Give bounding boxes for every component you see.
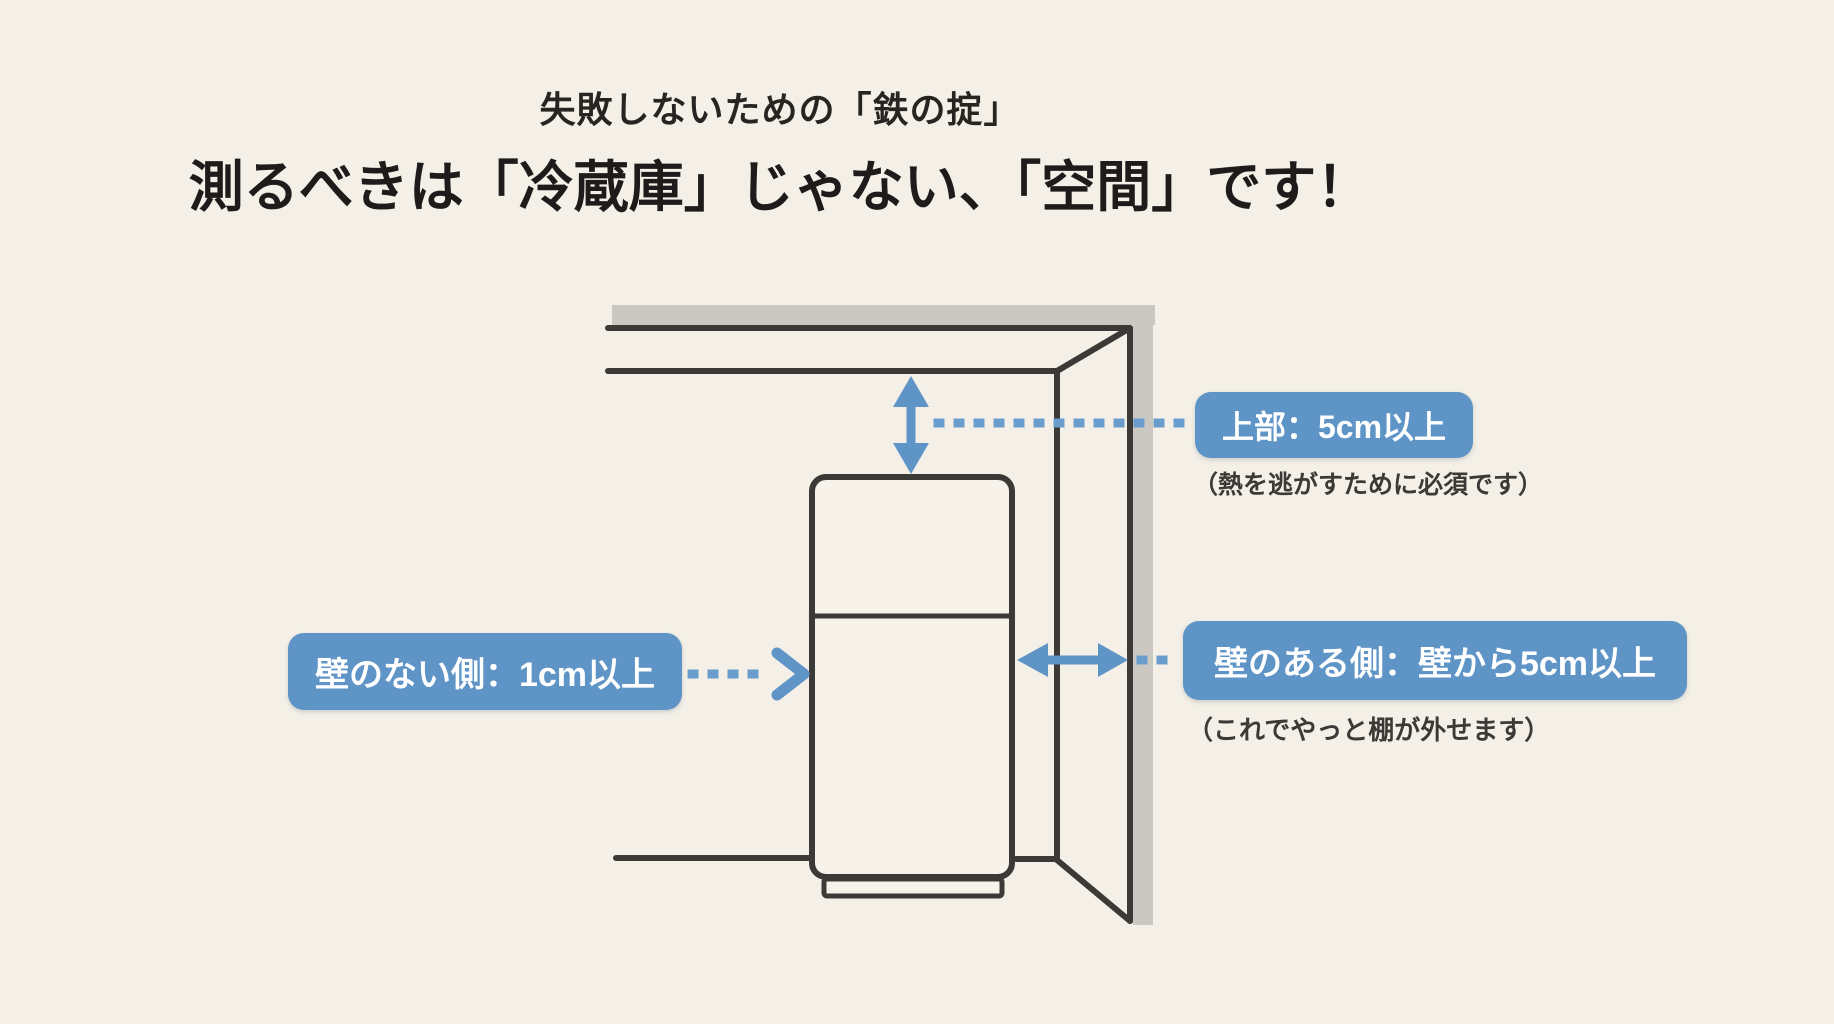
corner-diagonal-top [1054,325,1133,374]
title-block: 失敗しないための「鉄の掟」 測るべきは「冷蔵庫」じゃない、「空間」です！ [0,88,1560,226]
wall-side-clearance-arrow-icon [1017,643,1128,677]
refrigerator-base [821,876,1005,899]
open-side-arrow-icon [771,647,810,701]
wall-side-clearance-note: （これでやっと棚が外せます） [1187,715,1551,745]
open-side-clearance-label: 壁のない側：1cm以上 [288,633,682,710]
top-clearance-arrow-icon [893,376,929,474]
clearance-annotations [687,376,1191,701]
page-subtitle: 失敗しないための「鉄の掟」 [539,89,1021,130]
wall-side-clearance-label: 壁のある側：壁から5cm以上 [1183,621,1687,700]
corner-diagonal-bottom [1054,857,1133,924]
top-clearance-note: （熱を逃がすために必須です） [1193,471,1544,499]
wall-gray-band [1133,305,1153,925]
refrigerator [809,474,1015,899]
ceiling-gray-band [612,305,1155,325]
page-title: 測るべきは「冷蔵庫」じゃない、「空間」です！ [188,156,1372,218]
top-clearance-label: 上部：5cm以上 [1195,392,1473,458]
refrigerator-body [809,474,1015,880]
